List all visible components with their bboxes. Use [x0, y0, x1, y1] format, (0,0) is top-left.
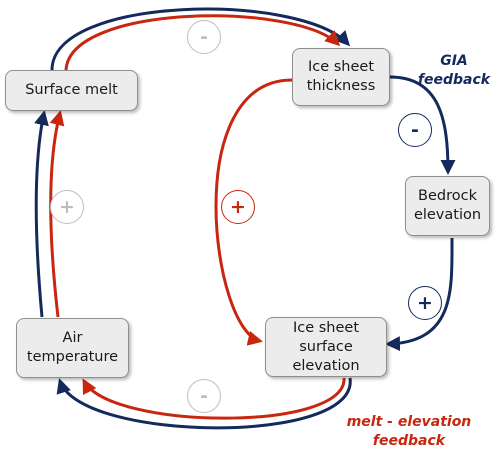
sign-elevation-to-air: - — [187, 379, 221, 413]
sign-melt-to-thickness: - — [187, 20, 221, 54]
sign-thickness-to-elevation: + — [221, 190, 255, 224]
navy-arc-elevation-to-air — [56, 377, 352, 430]
surface-elevation-label: Ice sheet surface elevation — [292, 319, 360, 374]
sign-bedrock-to-elevation: + — [408, 286, 442, 320]
air-temperature-label: Air temperature — [26, 330, 119, 365]
navy-arc-bedrock-to-elevation — [385, 237, 454, 352]
ice-thickness-box: Ice sheet thickness — [292, 48, 390, 106]
air-temperature-box: Air temperature — [16, 318, 129, 378]
melt-elevation-feedback-label: melt - elevation feedback — [346, 414, 472, 449]
sign-air-to-melt: + — [50, 190, 84, 224]
bedrock-elevation-label: Bedrock elevation — [413, 188, 482, 223]
red-arc-thickness-to-elevation — [214, 78, 293, 346]
ice-thickness-label: Ice sheet thickness — [306, 59, 376, 94]
bedrock-elevation-box: Bedrock elevation — [405, 176, 490, 236]
surface-melt-label: Surface melt — [25, 82, 118, 98]
red-arc-melt-to-thickness — [64, 14, 341, 71]
red-arc-elevation-to-air — [82, 377, 346, 420]
sign-thickness-to-bedrock: - — [398, 113, 432, 147]
surface-elevation-box: Ice sheet surface elevation — [265, 317, 387, 377]
navy-arc-air-to-melt — [34, 110, 49, 318]
navy-arc-melt-to-thickness — [50, 7, 351, 71]
navy-arc-thickness-to-bedrock — [389, 75, 456, 175]
surface-melt-box: Surface melt — [5, 70, 138, 111]
gia-feedback-label: GIA feedback — [417, 53, 491, 88]
